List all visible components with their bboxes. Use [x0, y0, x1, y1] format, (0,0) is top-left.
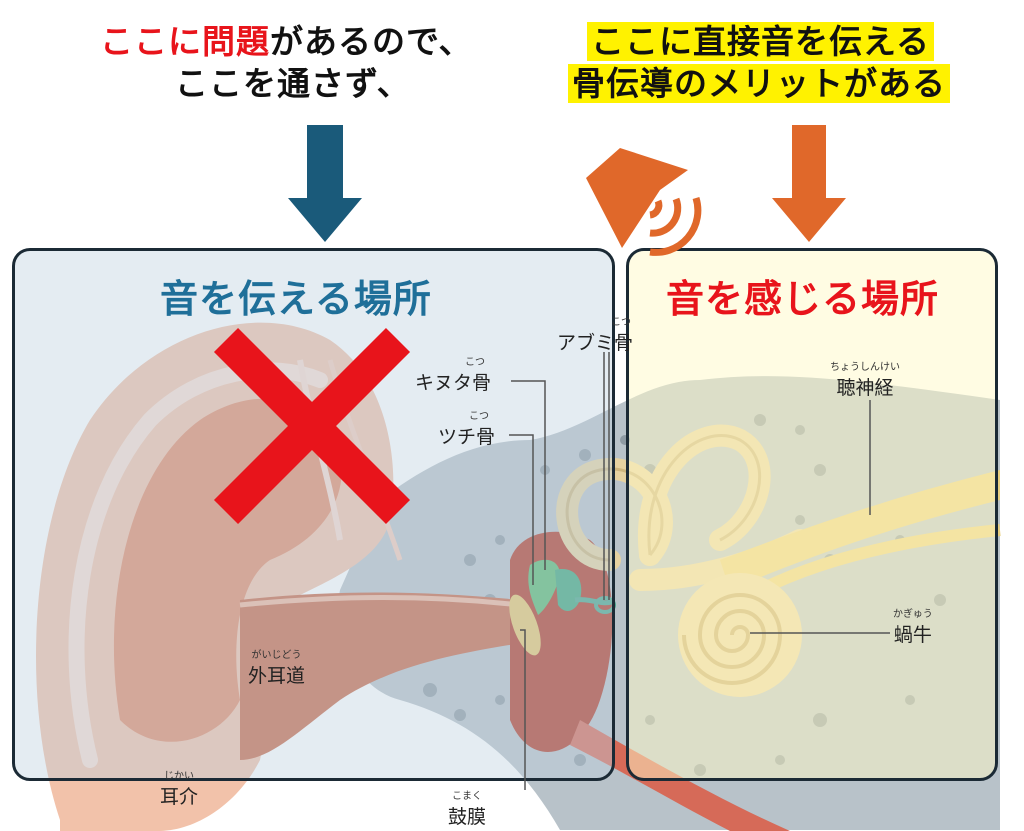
label-stapes: こつ アブミ骨 — [557, 317, 634, 354]
highlight-text-1: ここに直接音を伝える — [587, 22, 935, 61]
ear-canal-shape — [240, 592, 540, 760]
right-caption-line1: ここに直接音を伝える — [587, 22, 935, 62]
caption-rest: があるので、 — [270, 22, 473, 61]
label-cochlea: かぎゅう 蝸牛 — [893, 609, 933, 646]
left-caption-line2: ここを通さず、 — [175, 64, 411, 103]
sense-panel-title: 音を感じる場所 — [666, 277, 940, 321]
right-down-arrow-icon — [772, 125, 846, 242]
label-pinna: じかい 耳介 — [160, 771, 199, 808]
label-incus: こつ キヌタ骨 — [415, 357, 492, 394]
right-caption-line2: 骨伝導のメリットがある — [568, 64, 950, 104]
conduct-panel — [12, 248, 615, 781]
label-malleus: こつ ツチ骨 — [438, 411, 496, 448]
leader-lines — [509, 352, 890, 790]
stapes-shape — [574, 597, 613, 606]
malleus-shape — [528, 559, 560, 615]
label-eardrum: こまく 鼓膜 — [448, 791, 487, 828]
pinna-inner — [113, 398, 342, 742]
sense-panel — [626, 248, 998, 781]
problem-text: ここに問題 — [100, 22, 270, 61]
cross-mark-icon — [213, 327, 411, 525]
eustachian-tube — [570, 720, 790, 831]
eardrum-shape — [509, 594, 541, 656]
label-ear-canal: がいじどう 外耳道 — [248, 650, 306, 687]
incus-shape — [555, 569, 582, 612]
label-auditory-nerve: ちょうしんけい 聴神経 — [830, 362, 900, 399]
speaker-icon — [586, 148, 702, 256]
highlight-text-2: 骨伝導のメリットがある — [568, 64, 950, 103]
left-caption-line1: ここに問題があるので、 — [100, 22, 473, 62]
left-down-arrow-icon — [288, 125, 362, 242]
conduct-panel-title: 音を伝える場所 — [160, 277, 432, 321]
